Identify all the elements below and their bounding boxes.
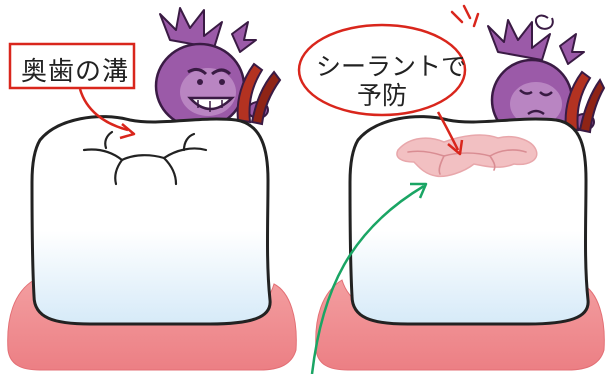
right-tooth [348,115,590,326]
pliers-icon [564,70,606,134]
pliers-icon [236,62,282,126]
left-panel [7,7,297,371]
right-panel [297,4,606,371]
left-label-text: 奥歯の溝 [21,57,130,87]
right-label-line2: 予防 [357,81,408,110]
right-label-line1: シーラントで [316,52,467,81]
left-groove-lines [82,130,208,186]
worry-marks [450,4,480,28]
right-label-bubble [297,23,467,117]
arrow-icon [310,182,428,374]
sealant-patch [396,134,538,178]
sealed-groove-lines [407,149,527,175]
left-tooth [30,115,272,326]
left-label-box [8,42,136,90]
dizzy-swirl [534,14,554,30]
left-red-arrow [78,88,129,132]
right-red-arrow [436,111,460,151]
